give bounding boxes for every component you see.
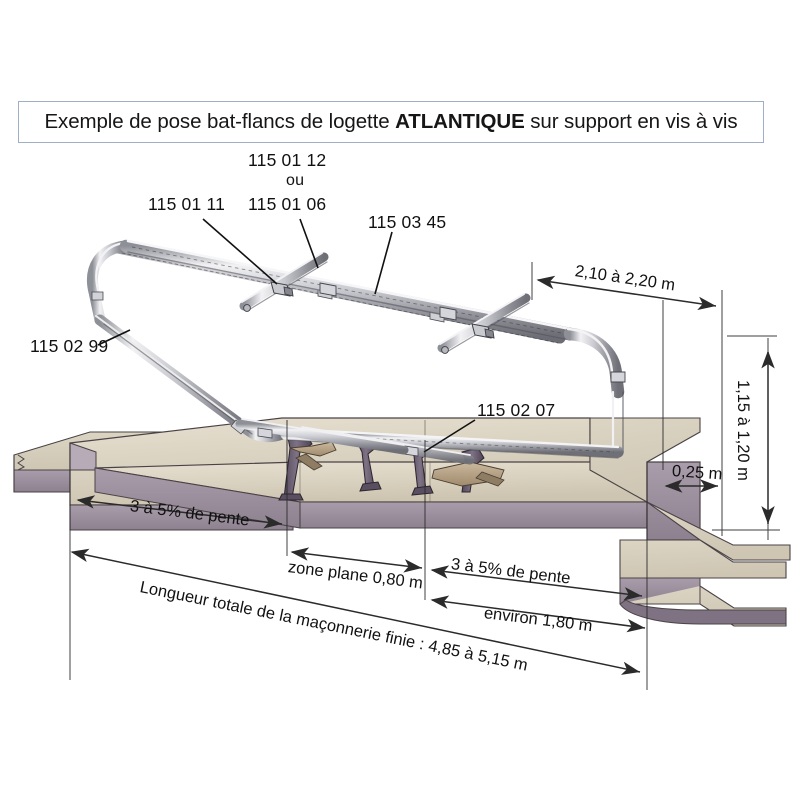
title-brand: ATLANTIQUE	[395, 110, 525, 133]
leader-115-02-07	[423, 419, 476, 453]
dimension-lines	[69, 262, 780, 690]
dim-label-height-right: 1,15 à 1,20 m	[734, 380, 752, 481]
cross-bar-right	[437, 293, 531, 354]
leader-115-01-12	[299, 218, 319, 269]
title-suffix: sur support en vis à vis	[524, 110, 738, 133]
dim-line-total-length	[70, 548, 641, 675]
leader-115-02-99	[97, 329, 131, 346]
leader-115-01-11	[202, 218, 278, 285]
ref-label-115-02-07: 115 02 07	[477, 400, 556, 420]
dim-line-width-top	[536, 275, 717, 311]
ref-label-115-01-11: 115 01 11	[148, 194, 226, 214]
ref-label-115-01-12: 115 01 12	[248, 150, 327, 170]
dim-line-slope-left	[76, 495, 283, 529]
title-banner: Exemple de pose bat-flancs de logette AT…	[18, 101, 764, 143]
cross-bar-left	[239, 252, 329, 312]
ref-label-115-02-99: 115 02 99	[30, 336, 109, 356]
leader-lines	[97, 218, 476, 453]
leader-115-03-45	[374, 231, 393, 295]
dim-label-gutter: 0,25 m	[671, 462, 723, 484]
ref-label-115-03-45: 115 03 45	[368, 212, 447, 232]
ref-label-ou: ou	[286, 172, 305, 189]
title-prefix: Exemple de pose bat-flancs de logette	[44, 110, 396, 133]
title-text: Exemple de pose bat-flancs de logette AT…	[44, 110, 737, 134]
ref-label-115-01-06: 115 01 06	[248, 194, 327, 214]
